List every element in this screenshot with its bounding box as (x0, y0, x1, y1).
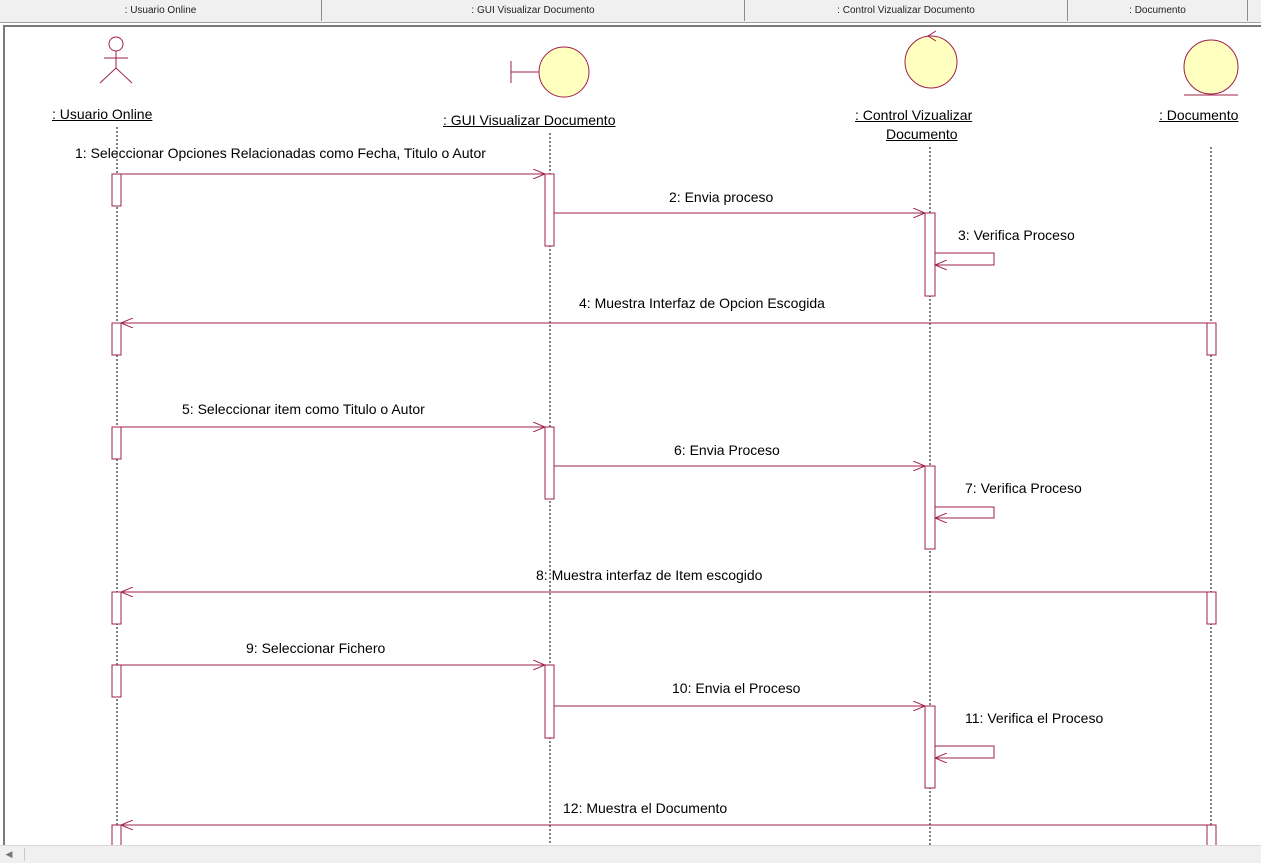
message-arrows[interactable] (121, 174, 1207, 825)
chevron-left-icon[interactable]: ◀ (5, 849, 13, 859)
control-label-line2: Documento (886, 126, 958, 142)
entity-label: : Documento (1159, 107, 1239, 123)
header-column-usuario[interactable]: : Usuario Online (0, 0, 322, 21)
msg-2-label: 2: Envia proceso (669, 189, 774, 205)
msg-3-label: 3: Verifica Proceso (958, 227, 1075, 243)
boundary-label: : GUI Visualizar Documento (443, 112, 616, 128)
horizontal-scrollbar[interactable]: ◀ (0, 845, 1261, 863)
activation-bars[interactable] (111, 173, 1217, 851)
msg-10-label: 10: Envia el Proceso (672, 680, 801, 696)
msg-11-arrow (935, 745, 995, 758)
actor-label: : Usuario Online (52, 106, 153, 122)
msg-1-label: 1: Seleccionar Opciones Relacionadas com… (75, 145, 486, 161)
msg-5-label: 5: Seleccionar item como Titulo o Autor (182, 401, 425, 417)
msg-7-label: 7: Verifica Proceso (965, 480, 1082, 496)
header-column-control[interactable]: : Control Vizualizar Documento (745, 0, 1068, 21)
entity-icon[interactable] (1183, 39, 1239, 96)
msg-4-label: 4: Muestra Interfaz de Opcion Escogida (579, 295, 825, 311)
msg-11-label: 11: Verifica el Proceso (965, 710, 1104, 726)
msg-8-label: 8: Muestra interfaz de Item escogido (536, 567, 763, 583)
msg-12-label: 12: Muestra el Documento (563, 800, 728, 816)
header-column-gui[interactable]: : GUI Visualizar Documento (322, 0, 745, 21)
scrollbar-track[interactable] (24, 848, 1255, 861)
header-column-documento[interactable]: : Documento (1068, 0, 1248, 21)
control-label-line1: : Control Vizualizar (855, 107, 973, 123)
boundary-icon[interactable] (510, 46, 590, 98)
msg-9-label: 9: Seleccionar Fichero (246, 640, 386, 656)
msg-7-arrow (935, 506, 995, 518)
msg-3-arrow (935, 252, 995, 265)
msg-6-label: 6: Envia Proceso (674, 442, 780, 458)
actor-icon[interactable] (99, 36, 133, 84)
lifeline-header-bar: : Usuario Online : GUI Visualizar Docume… (0, 0, 1261, 23)
control-icon[interactable] (904, 30, 958, 89)
